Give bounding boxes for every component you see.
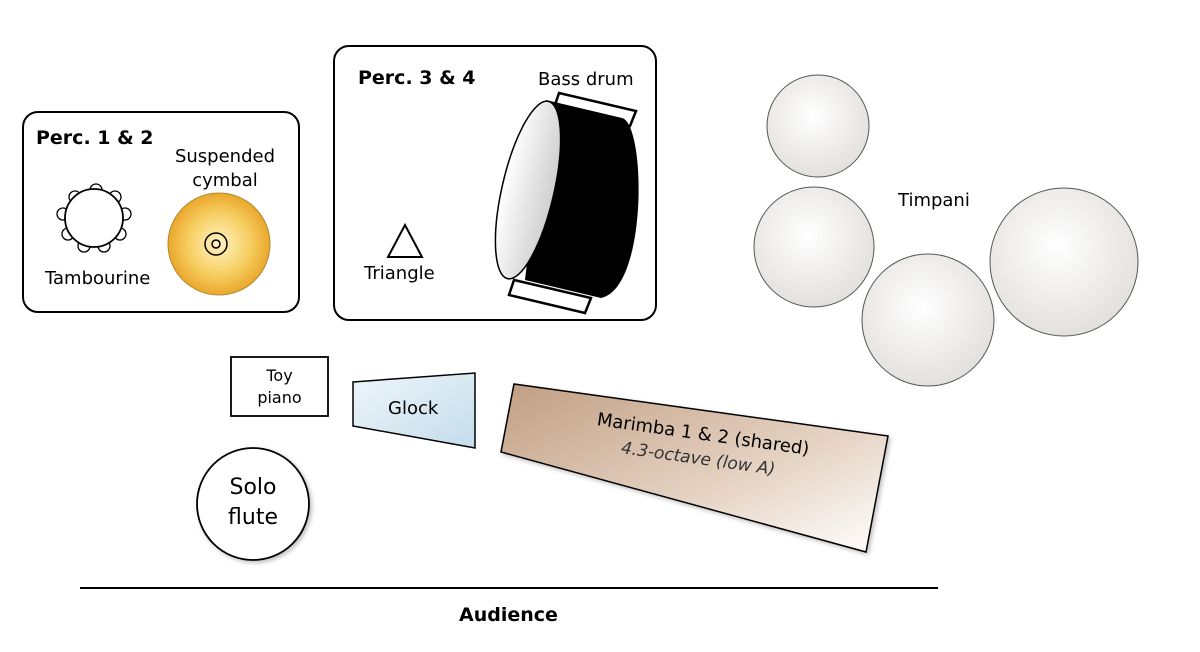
tambourine-label: Tambourine	[45, 268, 151, 289]
glock-label: Glock	[388, 398, 439, 419]
timpani-drum	[861, 253, 995, 387]
timpani-drum	[989, 187, 1139, 337]
solo-flute-label-line2: flute	[228, 505, 278, 530]
cymbal-label-line1: Suspended	[174, 146, 276, 167]
toy-piano-icon	[230, 356, 329, 417]
toy-piano-label-line1: Toy	[266, 366, 293, 385]
triangle-icon	[386, 222, 424, 258]
timpani-drum	[766, 74, 870, 178]
marimba-icon	[500, 383, 889, 553]
tambourine-icon	[56, 183, 132, 253]
perc-3-4-title: Perc. 3 & 4	[358, 67, 476, 89]
audience-label: Audience	[459, 604, 558, 626]
triangle-label: Triangle	[364, 263, 435, 284]
timpani-drum	[753, 186, 875, 308]
toy-piano-label-line2: piano	[257, 388, 302, 407]
solo-flute-icon	[196, 447, 310, 561]
cymbal-label-line2: cymbal	[192, 170, 258, 191]
perc-1-2-title: Perc. 1 & 2	[36, 127, 154, 149]
suspended-cymbal-icon	[167, 192, 271, 296]
timpani-label: Timpani	[898, 190, 970, 211]
bass-drum-icon	[494, 91, 639, 315]
glock-icon	[352, 372, 476, 449]
bass-drum-label: Bass drum	[538, 69, 634, 90]
timpani-group	[753, 74, 1139, 387]
solo-flute-label-line1: Solo	[229, 475, 277, 500]
